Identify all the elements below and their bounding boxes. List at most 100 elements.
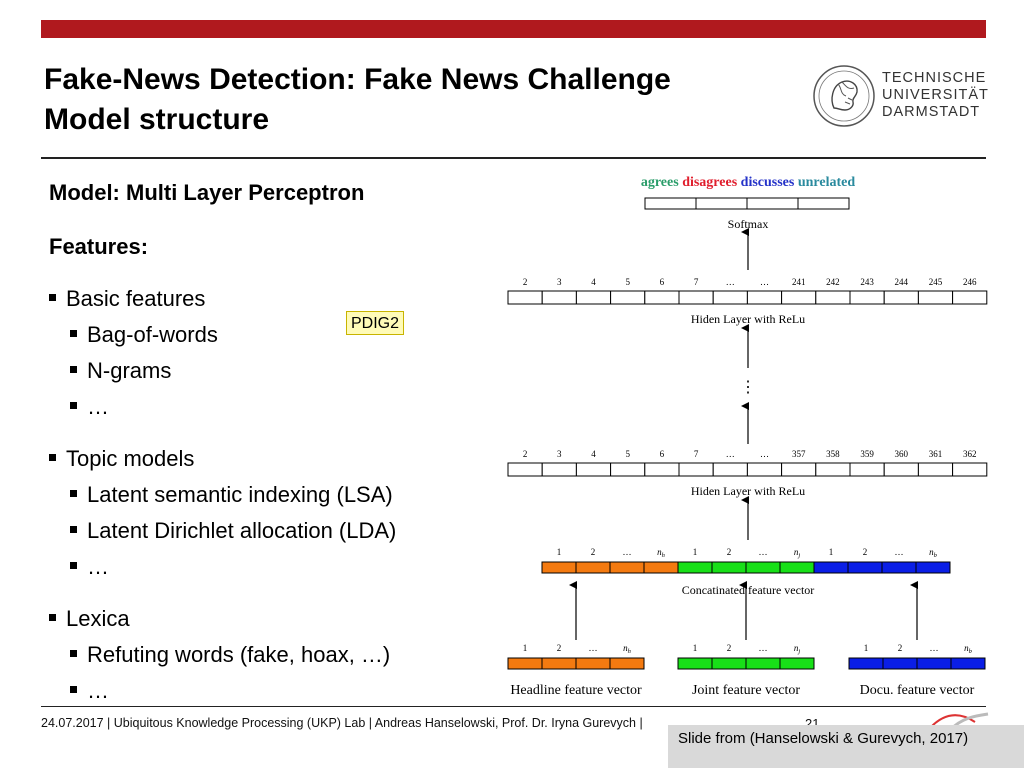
concat-neuron <box>847 561 883 574</box>
hidden-bottom-index: 6 <box>660 449 665 459</box>
output-neuron <box>746 197 799 210</box>
input-neuron <box>677 657 713 670</box>
concat-neuron <box>745 561 781 574</box>
logo-line-1: TECHNISCHE <box>882 70 987 86</box>
bullet-square-icon <box>49 453 56 461</box>
hidden-bottom-index: 360 <box>895 449 909 459</box>
hidden-top-neuron <box>917 290 954 305</box>
concat-index: … <box>895 547 904 557</box>
bullet-square-icon <box>70 525 77 533</box>
hidden-bottom-index: 2 <box>523 449 528 459</box>
hidden-bottom-index: … <box>726 449 735 459</box>
bullet-item: Lexica <box>49 606 130 632</box>
hidden-top-index: 7 <box>694 277 699 287</box>
hidden-top-neuron <box>815 290 851 305</box>
bullet-item: … <box>70 554 109 580</box>
input-index: 2 <box>557 643 562 653</box>
hidden-bottom-neuron <box>541 462 577 477</box>
hidden-top-label: Hiden Layer with ReLu <box>691 312 805 326</box>
input-label: Docu. feature vector <box>860 683 975 698</box>
hidden-top-index: … <box>726 277 735 287</box>
input-index: … <box>589 643 598 653</box>
hidden-bottom-index: 4 <box>591 449 596 459</box>
annotation-sticker[interactable]: PDIG2 <box>346 311 404 335</box>
hidden-top-neuron <box>644 290 680 305</box>
hidden-top-index: 6 <box>660 277 665 287</box>
hidden-bottom-neuron <box>712 462 748 477</box>
footer-text: 24.07.2017 | Ubiquitous Knowledge Proces… <box>41 716 643 730</box>
concat-index: 2 <box>863 547 868 557</box>
concat-index: nh <box>657 547 665 559</box>
model-heading: Model: Multi Layer Perceptron <box>49 180 365 205</box>
bullet-square-icon <box>49 293 56 301</box>
class-label-discusses: discusses <box>737 175 795 190</box>
slide-title: Fake-News Detection: Fake News Challenge… <box>44 60 671 140</box>
hidden-bottom-neuron <box>610 462 646 477</box>
hidden-bottom-neuron <box>507 462 543 477</box>
bullet-item: … <box>70 678 109 704</box>
hidden-top-index: 243 <box>860 277 874 287</box>
input-index: nh <box>623 643 631 655</box>
university-logo: TECHNISCHE UNIVERSITÄT DARMSTADT <box>806 58 996 142</box>
hidden-top-neuron <box>575 290 612 305</box>
hidden-top-index: 2 <box>523 277 528 287</box>
hidden-bottom-index: 5 <box>625 449 630 459</box>
input-neuron <box>745 657 781 670</box>
hidden-top-neuron <box>883 290 919 305</box>
bullet-square-icon <box>70 561 77 569</box>
concat-index: … <box>759 547 768 557</box>
input-index: … <box>930 643 939 653</box>
hidden-bottom-index: 3 <box>557 449 562 459</box>
bullet-item: Refuting words (fake, hoax, …) <box>70 642 390 668</box>
softmax-label: Softmax <box>728 217 769 231</box>
hidden-top-index: 241 <box>792 277 806 287</box>
top-accent-bar <box>41 20 986 38</box>
bullet-square-icon <box>70 365 77 373</box>
concat-neuron <box>813 561 849 574</box>
input-neuron <box>779 657 815 670</box>
input-neuron <box>882 657 918 670</box>
concat-label: Concatinated feature vector <box>682 583 815 597</box>
input-neuron <box>575 657 611 670</box>
hidden-top-index: … <box>760 277 769 287</box>
vdots: ⋮ <box>740 379 756 396</box>
logo-line-3: DARMSTADT <box>882 104 981 120</box>
concat-index: 2 <box>591 547 596 557</box>
hidden-top-index: 3 <box>557 277 562 287</box>
input-neuron <box>541 657 577 670</box>
bullet-square-icon <box>70 649 77 657</box>
input-index: nj <box>794 643 801 655</box>
bullet-item: … <box>70 394 109 420</box>
hidden-bottom-index: 361 <box>929 449 943 459</box>
hidden-bottom-neuron <box>678 462 714 477</box>
hidden-top-index: 246 <box>963 277 977 287</box>
input-index: 2 <box>727 643 732 653</box>
hidden-top-neuron <box>507 290 543 305</box>
output-neuron <box>797 197 850 210</box>
credit-box: Slide from (Hanselowski & Gurevych, 2017… <box>668 725 1024 768</box>
input-neuron <box>507 657 543 670</box>
bullet-item: Bag-of-words <box>70 322 218 348</box>
bullet-item: N-grams <box>70 358 171 384</box>
output-neuron <box>695 197 748 210</box>
hidden-bottom-neuron <box>575 462 612 477</box>
input-neuron <box>609 657 645 670</box>
hidden-top-neuron <box>712 290 748 305</box>
bullet-item: Basic features <box>49 286 205 312</box>
title-line-1: Fake-News Detection: Fake News Challenge <box>44 63 671 96</box>
concat-neuron <box>915 561 951 574</box>
input-index: nb <box>964 643 973 655</box>
concat-neuron <box>779 561 815 574</box>
hidden-bottom-neuron <box>849 462 885 477</box>
bullet-square-icon <box>49 613 56 621</box>
hidden-bottom-label: Hiden Layer with ReLu <box>691 484 805 498</box>
hidden-top-neuron <box>781 290 817 305</box>
bullet-square-icon <box>70 329 77 337</box>
logo-text: TECHNISCHE UNIVERSITÄT DARMSTADT <box>882 70 989 121</box>
input-index: 1 <box>864 643 869 653</box>
class-label-agrees: agrees <box>641 175 679 190</box>
hidden-top-neuron <box>746 290 783 305</box>
hidden-top-index: 4 <box>591 277 596 287</box>
class-labels: agrees disagrees discusses unrelated <box>641 175 856 190</box>
concat-neuron <box>643 561 679 574</box>
